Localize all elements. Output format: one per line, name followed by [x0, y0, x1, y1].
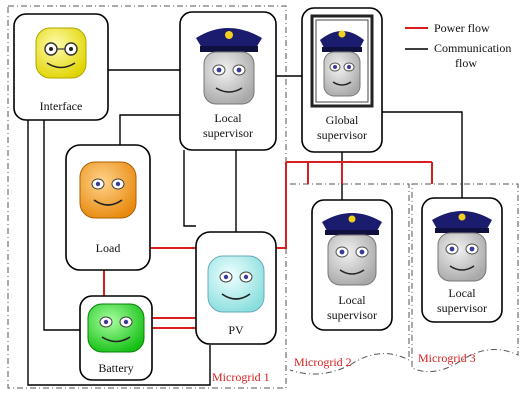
microgrid-3-boundary	[411, 183, 519, 373]
pv-label: PV	[228, 323, 244, 337]
local-supervisor-2-label-line1: Local	[338, 293, 366, 307]
microgrid-1-boundary	[7, 5, 287, 389]
local-supervisor-3-node: Local supervisor	[421, 197, 503, 323]
microgrid-2-boundary	[289, 183, 410, 375]
pv-node: PV	[195, 231, 277, 345]
microgrid-3-label: Microgrid 3	[418, 351, 476, 365]
local-supervisor-3-label-line2: supervisor	[437, 301, 487, 315]
legend: Power flow Communication flow	[405, 21, 511, 70]
power-links	[103, 161, 433, 329]
global-supervisor-node: Global supervisor	[301, 7, 383, 153]
interface-node: Interface	[13, 13, 109, 121]
battery-label: Battery	[98, 361, 133, 375]
smiley-face-icon	[87, 303, 145, 353]
local-supervisor-1-label-line2: supervisor	[203, 126, 253, 140]
load-label: Load	[96, 241, 121, 255]
power-flow-legend-label: Power flow	[434, 21, 490, 35]
communication-flow-legend-label: Communication	[434, 41, 511, 55]
interface-label: Interface	[40, 99, 83, 113]
police-officer-icon	[196, 28, 262, 105]
global-supervisor-label-line2: supervisor	[317, 128, 367, 142]
local-supervisor-2-label-line2: supervisor	[327, 308, 377, 322]
smiley-face-icon	[35, 27, 87, 79]
microgrid-1-label: Microgrid 1	[212, 370, 270, 384]
communication-flow-legend-label-2: flow	[455, 56, 477, 70]
smiley-face-icon	[207, 255, 265, 313]
local-supervisor-3-label-line1: Local	[448, 286, 476, 300]
framed-officer-portrait-icon	[310, 14, 374, 108]
local-supervisor-2-node: Local supervisor	[311, 199, 393, 331]
load-node: Load	[65, 144, 151, 271]
police-officer-icon	[322, 213, 382, 286]
police-officer-icon	[432, 211, 492, 282]
smiley-face-icon	[79, 161, 137, 219]
local-supervisor-1-node: Local supervisor	[179, 11, 277, 151]
microgrid-2-label: Microgrid 2	[294, 355, 352, 369]
local-supervisor-1-label-line1: Local	[214, 111, 242, 125]
global-supervisor-label-line1: Global	[326, 113, 359, 127]
battery-node: Battery	[79, 295, 153, 381]
communication-links	[27, 69, 463, 386]
